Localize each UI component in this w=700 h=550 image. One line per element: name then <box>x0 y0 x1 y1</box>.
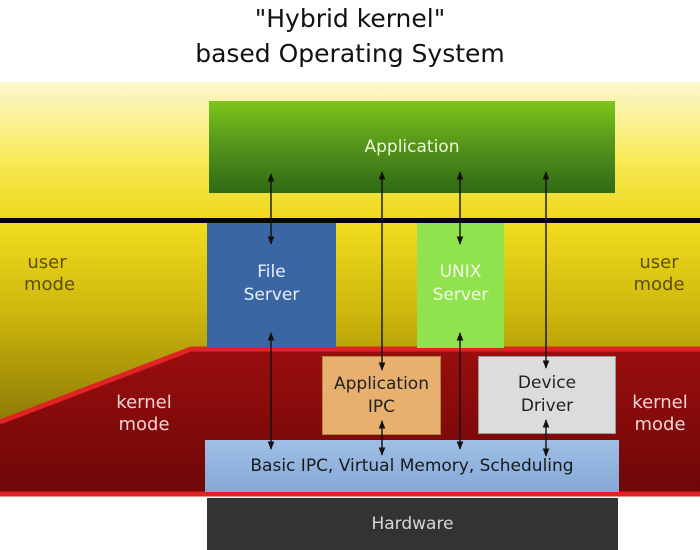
hardware-label: Hardware <box>371 513 454 534</box>
file-server-line1: File <box>257 261 286 282</box>
file-server-box: File Server <box>207 223 336 348</box>
user-mode-right-line1: user <box>639 252 679 273</box>
kernel-space-top-border <box>0 346 700 425</box>
user-mode-left-line1: user <box>27 252 67 273</box>
user-space-divider-line <box>0 218 700 223</box>
application-ipc-line2: IPC <box>367 396 396 417</box>
kernel-mode-left-line1: kernel <box>116 392 172 413</box>
device-driver-line1: Device <box>517 373 577 393</box>
unix-server-line2: Server <box>432 284 489 305</box>
kernel-mode-label-right: kernel mode <box>628 392 692 436</box>
title-line-1: "Hybrid kernel" <box>254 4 446 33</box>
kernel-mode-right-line2: mode <box>634 414 686 435</box>
application-ipc-line1: Application <box>334 373 429 394</box>
unix-server-line1: UNIX <box>439 261 482 282</box>
user-mode-label-left: user mode <box>24 252 76 296</box>
file-server-line2: Server <box>243 284 300 305</box>
device-driver-line2: Driver <box>520 396 574 416</box>
user-mode-right-line2: mode <box>633 274 685 295</box>
hardware-box: Hardware <box>207 498 618 550</box>
unix-server-box: UNIX Server <box>417 223 504 348</box>
title-line-2: based Operating System <box>195 39 505 68</box>
user-mode-left-line2: mode <box>24 274 76 295</box>
kernel-mode-label-left: kernel mode <box>112 392 176 436</box>
user-mode-label-right: user mode <box>632 252 686 296</box>
application-label: Application <box>364 136 460 157</box>
kernel-mode-right-line1: kernel <box>632 392 688 413</box>
kernel-mode-left-line2: mode <box>118 414 170 435</box>
basic-ipc-label: Basic IPC, Virtual Memory, Scheduling <box>250 455 574 476</box>
basic-ipc-box: Basic IPC, Virtual Memory, Scheduling <box>205 440 619 492</box>
